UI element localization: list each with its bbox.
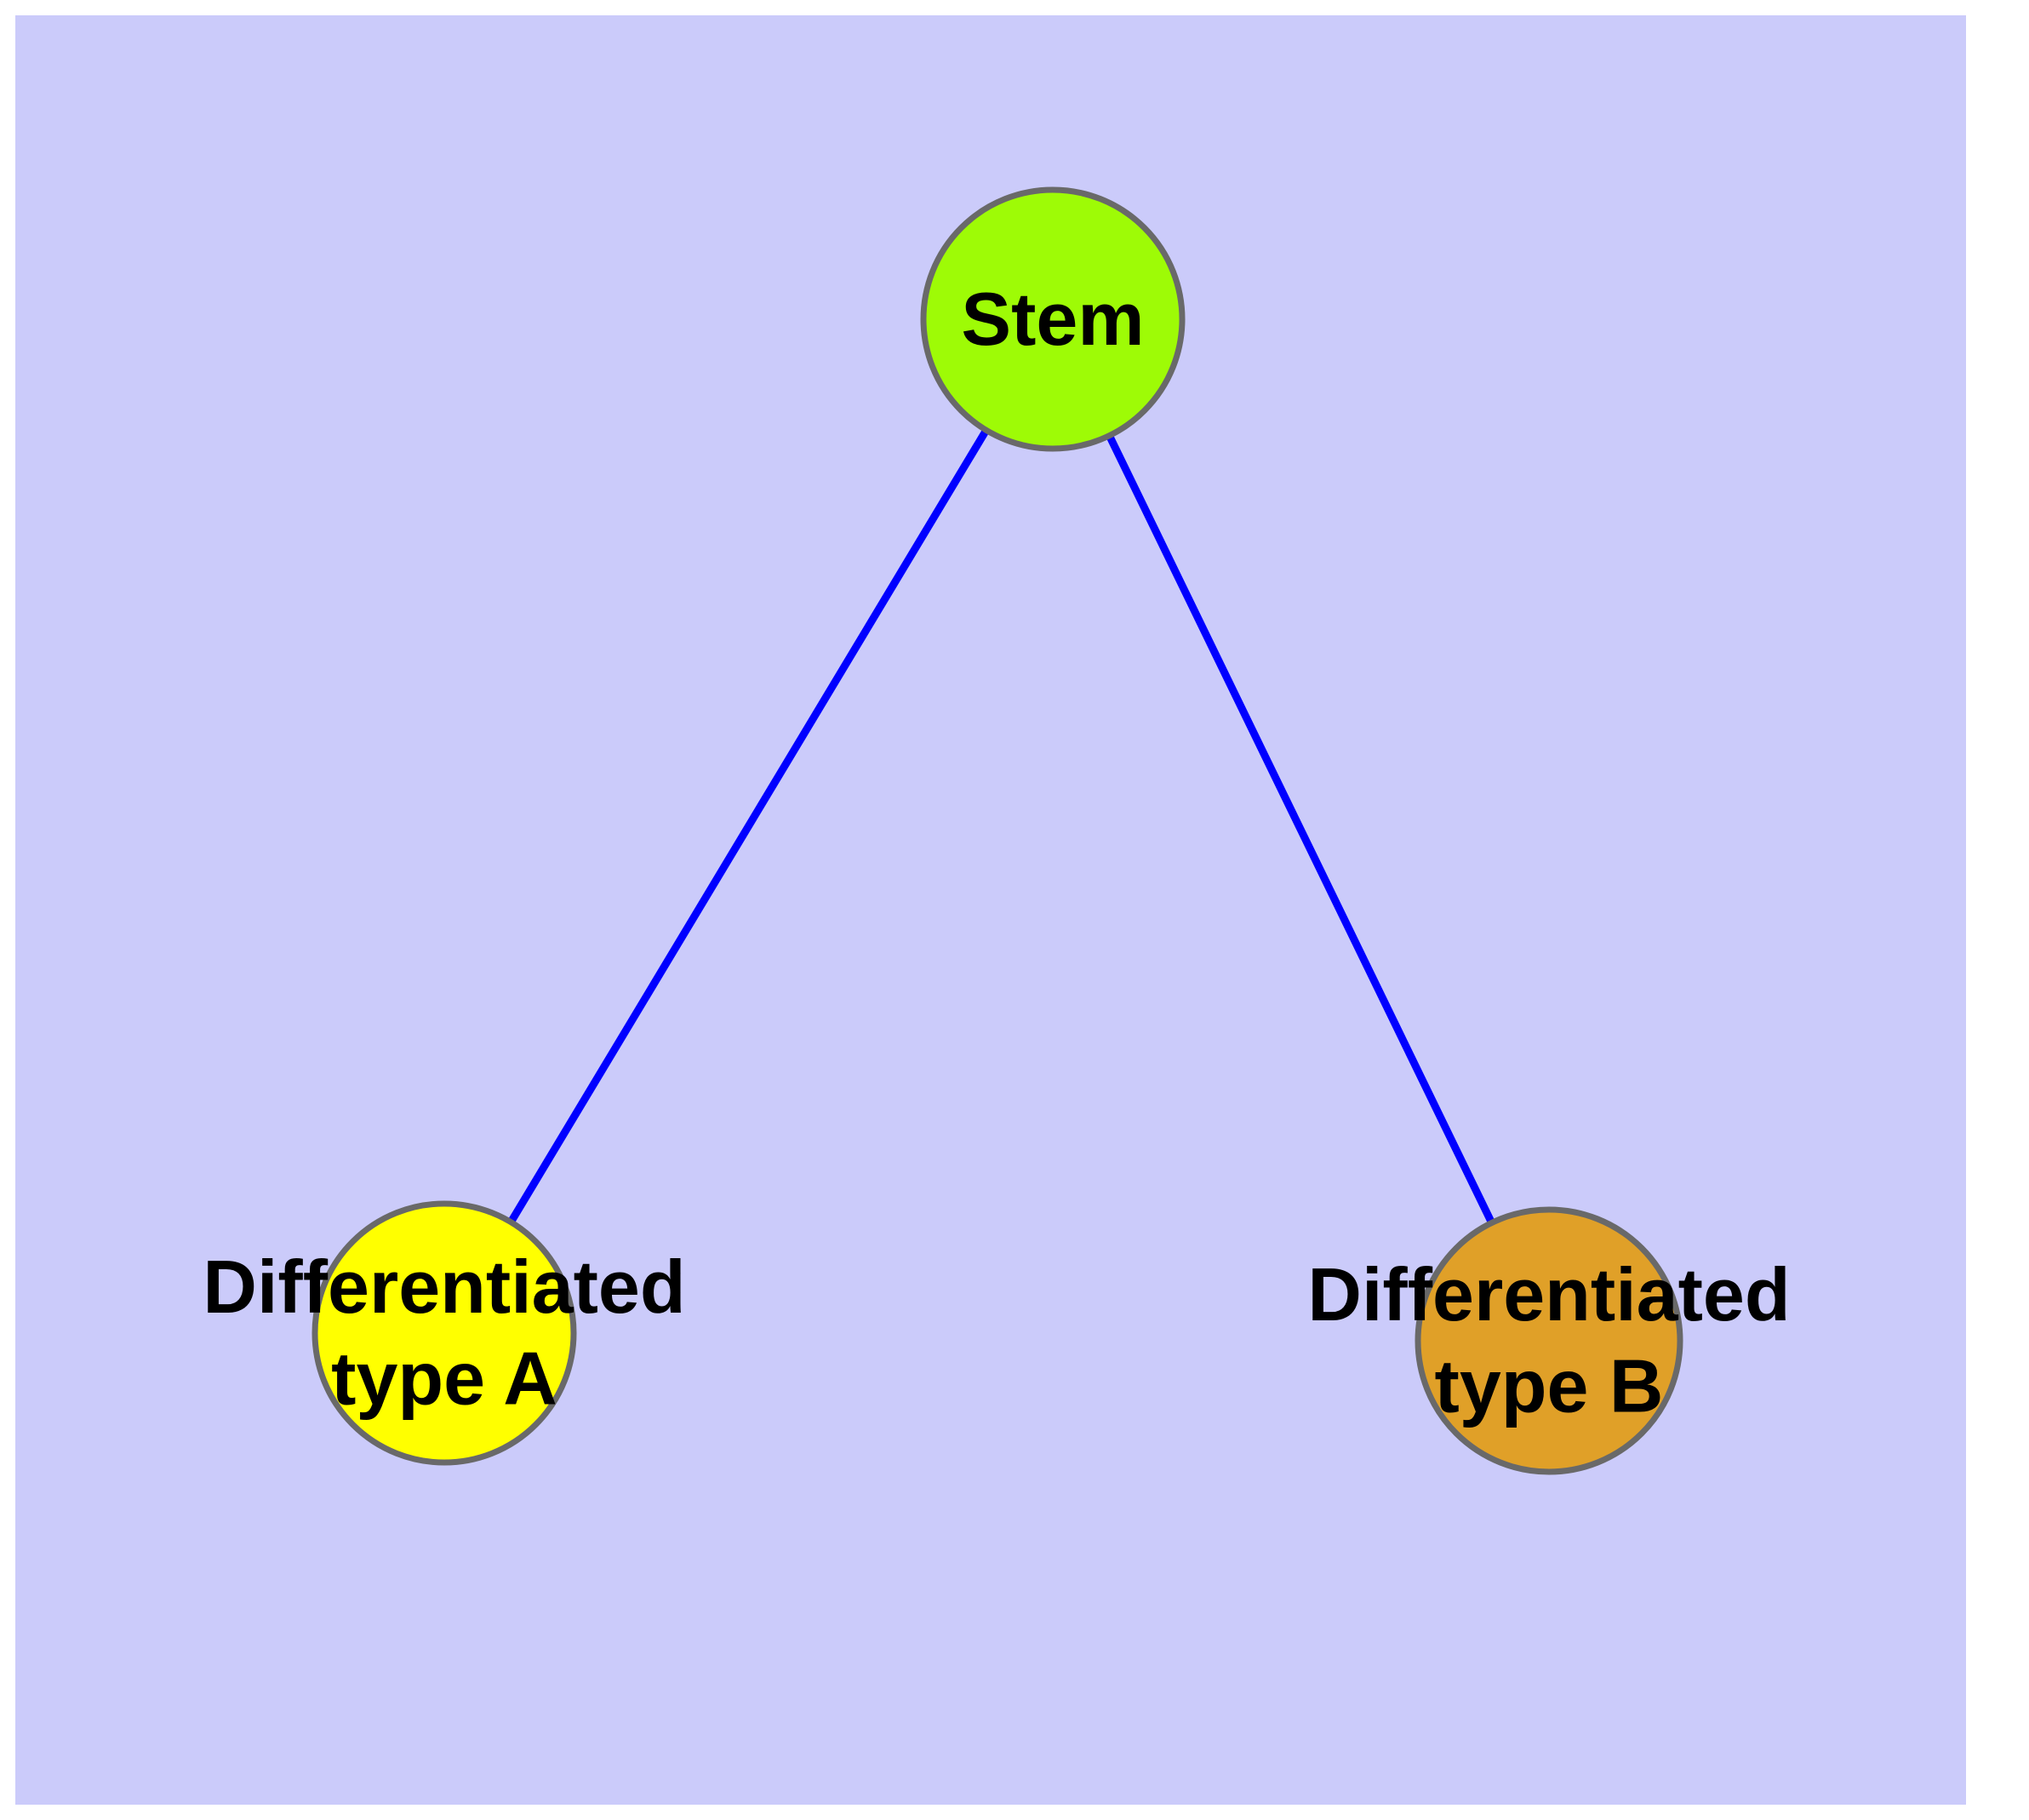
node-label-line: Stem — [961, 277, 1144, 361]
node-stem-circle[interactable] — [920, 186, 1186, 452]
node-differentiated-type-b-circle[interactable] — [1415, 1206, 1683, 1475]
edges-layer — [441, 317, 1553, 1342]
node-stem-label: Stem — [961, 277, 1144, 361]
node-label-line: Differentiated — [1307, 1252, 1790, 1336]
edge-stem-to-differentiated-type-a[interactable] — [441, 317, 1056, 1336]
node-label-line: type B — [1435, 1344, 1664, 1428]
node-label-line: type A — [331, 1336, 557, 1421]
node-differentiated-type-a-circle[interactable] — [311, 1200, 577, 1466]
node-stem[interactable]: Stem — [920, 186, 1186, 452]
edge-stem-to-differentiated-type-b[interactable] — [1049, 318, 1553, 1342]
node-label-line: Differentiated — [203, 1245, 685, 1329]
